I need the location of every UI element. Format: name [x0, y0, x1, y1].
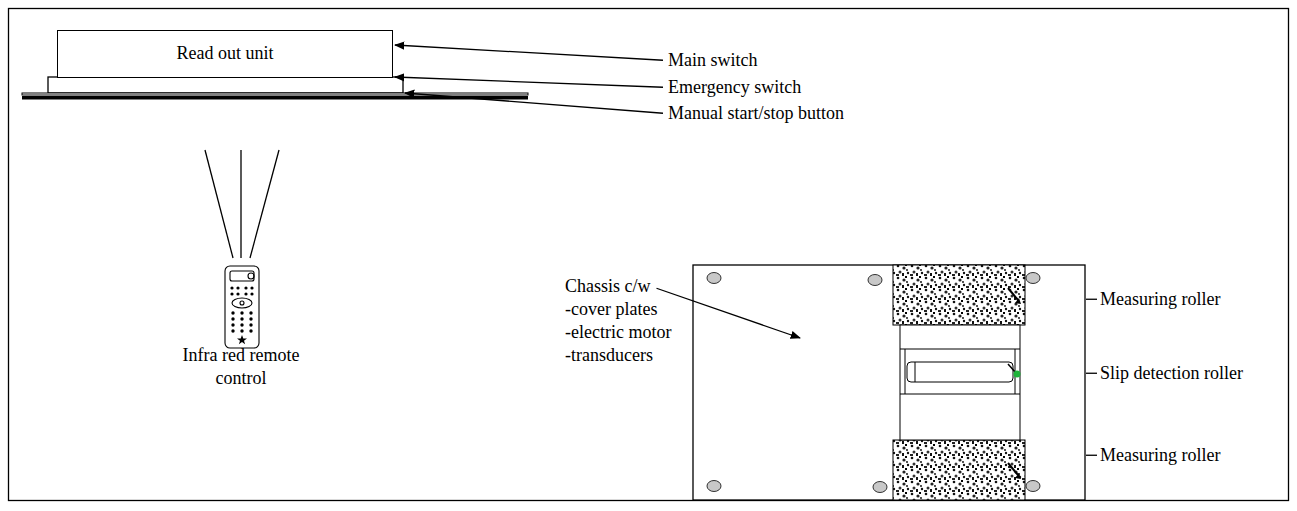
roller-label: Measuring roller: [1100, 444, 1220, 467]
roller-marker: [1008, 288, 1021, 479]
mounting-rail: [22, 93, 528, 95]
leader-arrow: [657, 288, 801, 338]
measuring-roller: [893, 440, 1025, 500]
node-label: Read out unit: [177, 43, 274, 65]
base-plate: [48, 77, 403, 93]
remote-control: [225, 266, 259, 348]
leader-arrow: [405, 93, 663, 113]
leader-line: [1086, 373, 1097, 374]
roller-label: Measuring roller: [1100, 288, 1220, 311]
roller-label: Slip detection roller: [1100, 362, 1243, 385]
switch-label: Main switch: [668, 49, 758, 72]
chassis-part-label: -transducers: [565, 344, 653, 367]
measuring-roller: [893, 265, 1025, 325]
switch-label: Emergency switch: [668, 76, 801, 99]
chassis-part-label: -cover plates: [565, 298, 657, 321]
outer-frame: [9, 9, 1289, 501]
slip-detection-roller: [900, 325, 1020, 440]
leader-arrow: [395, 77, 663, 87]
readout-unit-box: Read out unit: [57, 30, 393, 78]
button-label: Manual start/stop button: [668, 102, 844, 125]
chassis: [693, 265, 1085, 500]
infrared-beam: [205, 150, 279, 258]
leader-arrow: [395, 45, 663, 60]
chassis-part-label: -electric motor: [565, 321, 671, 344]
remote-label: Infra red remote control: [182, 344, 300, 389]
leader-line: [1086, 299, 1097, 300]
chassis-label: Chassis c/w: [565, 275, 651, 298]
leader-line: [1086, 455, 1097, 456]
